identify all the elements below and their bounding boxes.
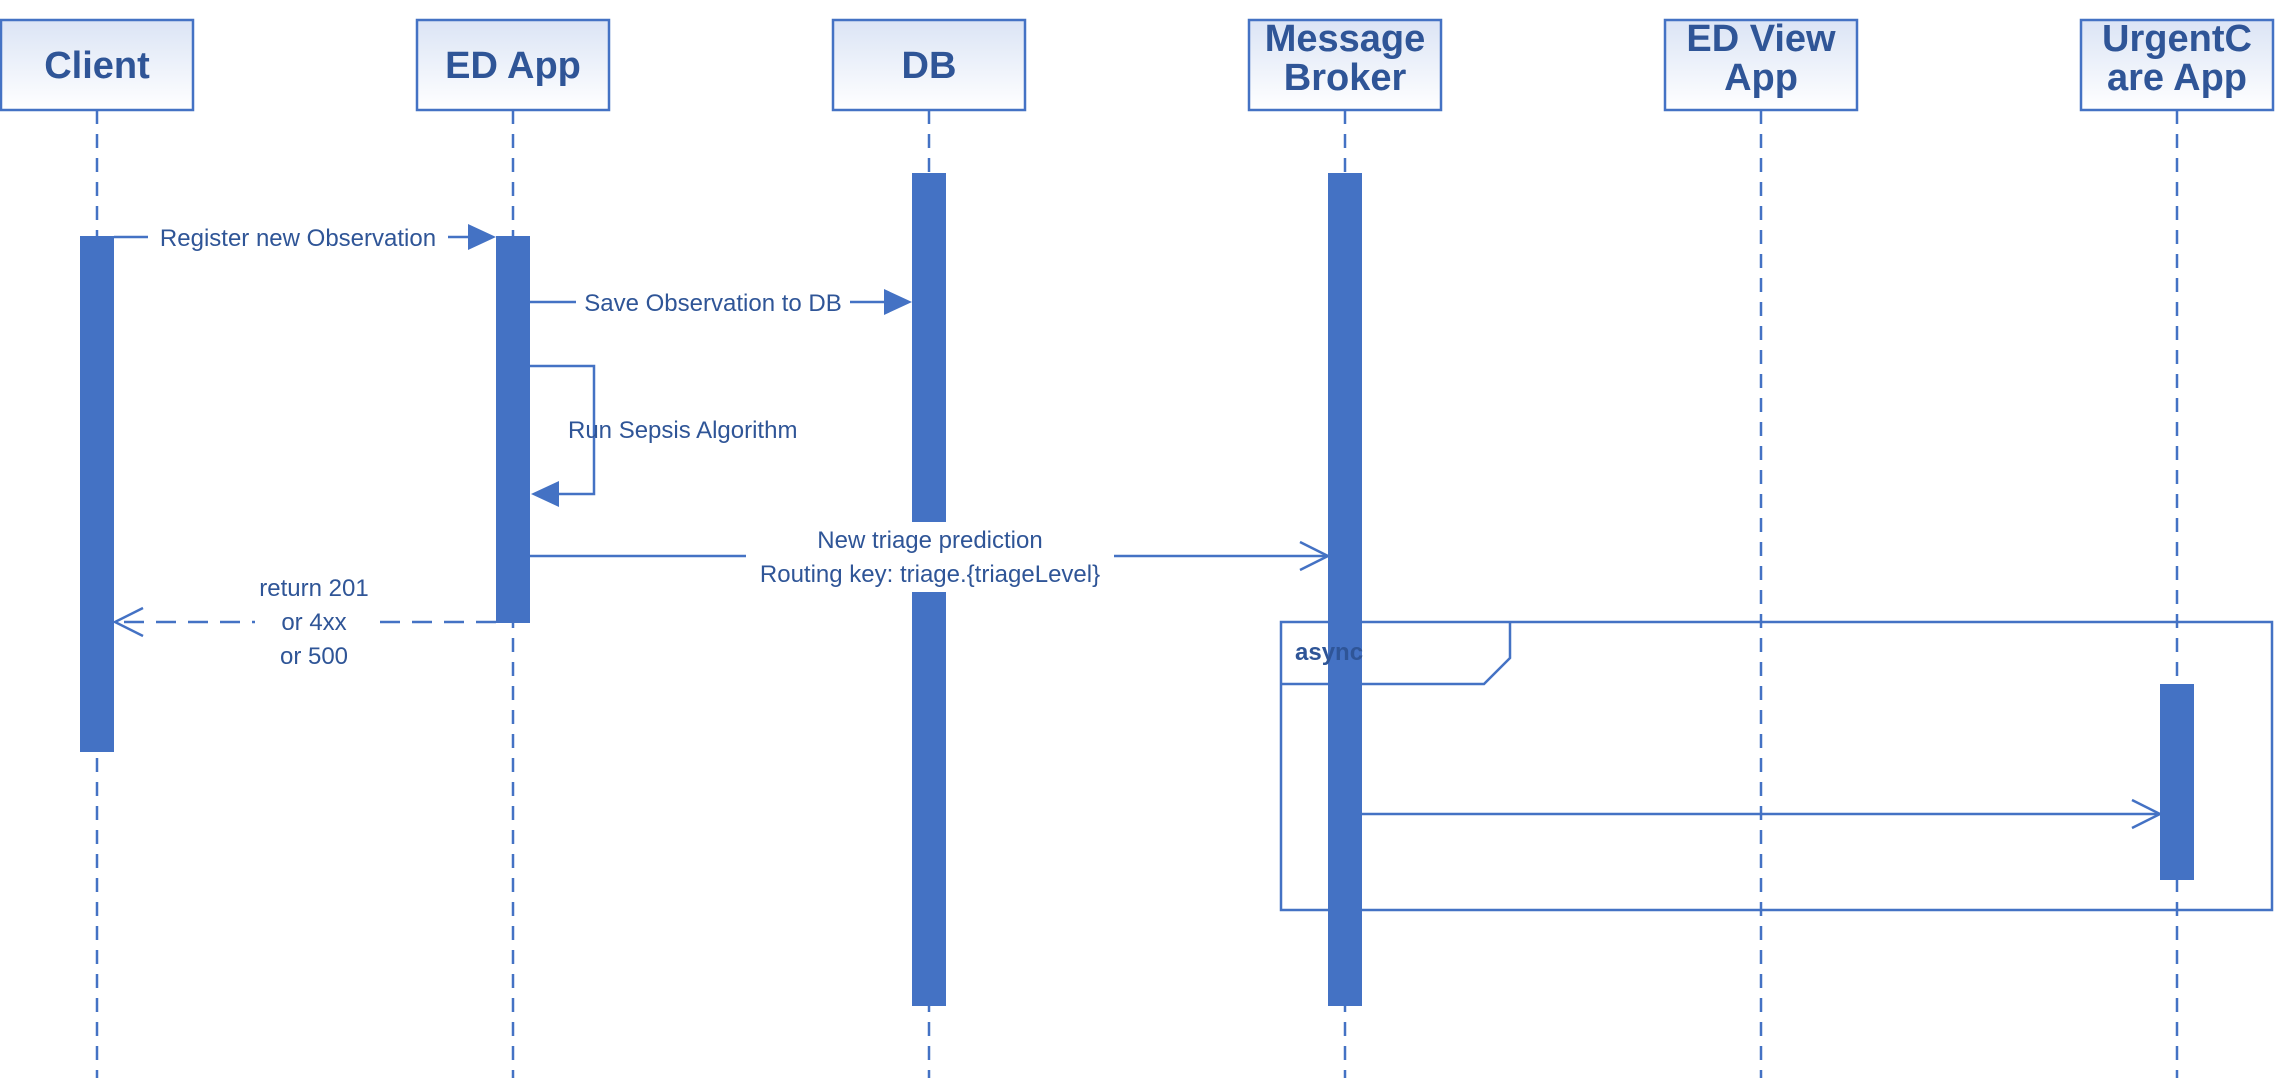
participant-box [0, 18, 195, 112]
participant-box [1663, 18, 1859, 112]
activation-message-broker [1328, 173, 1362, 1006]
fragment-frame [1279, 620, 2274, 912]
fragment-async: async [1279, 620, 2274, 912]
activation-ed-app [496, 236, 530, 623]
participant-label: ED App [445, 45, 581, 87]
participant-box [2079, 18, 2275, 112]
participant-label: Message [1265, 18, 1426, 60]
participant-box [415, 18, 611, 112]
message-label: or 500 [280, 643, 348, 670]
message-label: Save Observation to DB [584, 290, 841, 317]
participant-label: are App [2107, 57, 2247, 99]
message-label: return 201 [259, 575, 368, 602]
label-background [746, 522, 1114, 592]
message-label: or 4xx [281, 609, 346, 636]
participant-box [1247, 18, 1443, 112]
fragment-label: async [1295, 639, 1363, 666]
arrowhead [1299, 540, 1331, 572]
arrowhead [531, 481, 559, 507]
participant-label: ED View [1686, 18, 1836, 60]
message-sepsis[interactable]: Run Sepsis Algorithm [530, 364, 797, 507]
message-label: Register new Observation [160, 225, 436, 252]
fragment-tab [1281, 622, 1512, 686]
arrowhead [468, 224, 496, 250]
participant-client[interactable]: Client [0, 18, 195, 112]
message-line [530, 364, 596, 496]
participant-ed-app[interactable]: ED App [415, 18, 611, 112]
participant-label: Client [44, 45, 150, 87]
participant-label: DB [902, 45, 957, 87]
message-label: New triage prediction [817, 527, 1042, 554]
label-background [576, 287, 850, 317]
participant-label: UrgentC [2102, 18, 2252, 60]
participant-db[interactable]: DB [831, 18, 1027, 112]
arrowhead [2131, 798, 2163, 830]
message-save[interactable]: Save Observation to DB [530, 287, 912, 317]
participant-label: App [1724, 57, 1798, 99]
participant-box [831, 18, 1027, 112]
message-label: Run Sepsis Algorithm [568, 417, 797, 444]
message-register[interactable]: Register new Observation [114, 222, 496, 252]
arrowhead [112, 606, 144, 638]
label-background [255, 607, 375, 637]
activation-client [80, 236, 114, 752]
message-deliver[interactable] [1362, 798, 2163, 830]
activation-urgentcare-app [2160, 684, 2194, 880]
participant-label: Broker [1284, 57, 1407, 99]
label-background [148, 222, 448, 252]
message-return[interactable]: return 201 or 4xx or 500 [112, 575, 496, 670]
message-label: Routing key: triage.{triageLevel} [760, 561, 1100, 588]
arrowhead [884, 289, 912, 315]
